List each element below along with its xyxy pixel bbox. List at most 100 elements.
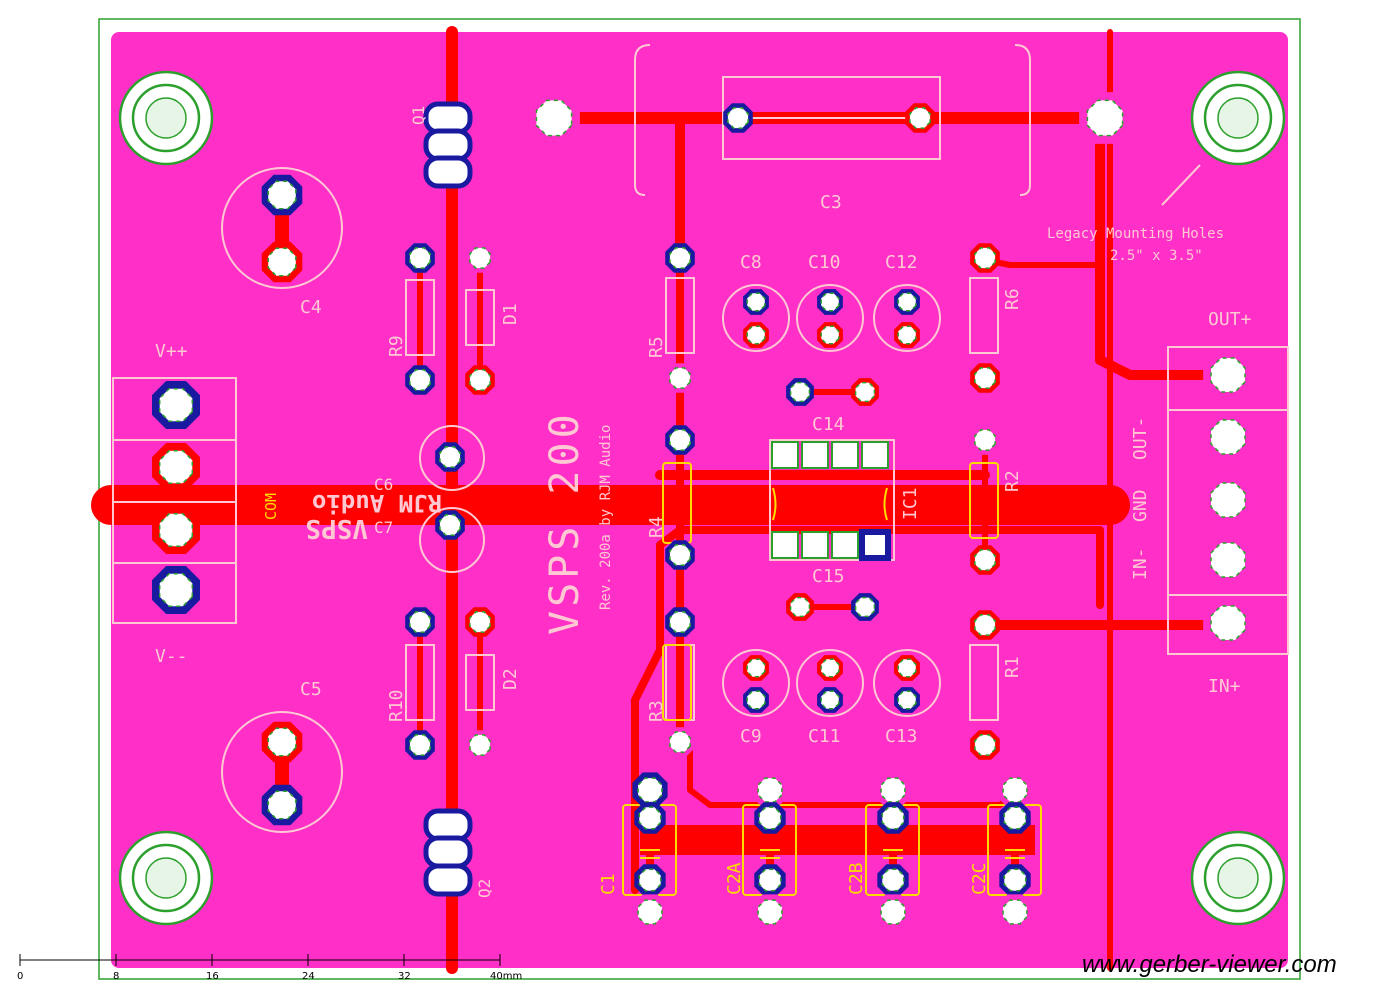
pad [743, 322, 769, 348]
pad [1203, 535, 1253, 585]
pad [405, 730, 435, 760]
ic-pin [831, 531, 859, 559]
mounting-holes [118, 70, 1286, 926]
pad [261, 241, 303, 283]
label-c2a: C2A [724, 862, 745, 895]
ic-pin [771, 441, 799, 469]
pad [970, 243, 1000, 273]
label-c7: C7 [374, 518, 393, 537]
label-c9: C9 [740, 726, 762, 747]
pad [152, 381, 200, 429]
label-r3: R3 [646, 700, 667, 722]
scale-ruler [19, 954, 501, 966]
pad [894, 289, 920, 315]
pad [754, 864, 786, 896]
transistor-pad [423, 101, 473, 135]
pad [894, 655, 920, 681]
pad [152, 443, 200, 491]
ruler-tick-16: 16 [206, 971, 219, 982]
pad [405, 243, 435, 273]
mounting-note-1: Legacy Mounting Holes [1047, 226, 1224, 242]
pad [665, 425, 695, 455]
label-d2: D2 [500, 668, 521, 690]
pad [1203, 598, 1253, 648]
pad [665, 540, 695, 570]
label-c3: C3 [820, 192, 842, 213]
label-c13: C13 [885, 726, 918, 747]
pad [465, 365, 495, 395]
pad [752, 894, 788, 930]
pad [435, 442, 465, 472]
label-r1: R1 [1002, 656, 1023, 678]
pad [817, 322, 843, 348]
pad [970, 545, 1000, 575]
pad [634, 864, 666, 896]
transistor-pad [423, 128, 473, 162]
pad [465, 607, 495, 637]
pad [997, 894, 1033, 930]
mirrored-brand: RJM Audio [312, 489, 442, 517]
board-texts: VSPS 200 Rev. 200a by RJM Audio RJM Audi… [305, 226, 1224, 635]
pad [528, 92, 580, 144]
label-gnd: GND [1130, 489, 1151, 522]
pad [152, 566, 200, 614]
pad [817, 289, 843, 315]
pad [970, 363, 1000, 393]
pad [970, 610, 1000, 640]
pad [743, 655, 769, 681]
transistor-pad [423, 863, 473, 897]
pad [665, 363, 695, 393]
ruler-tick-32: 32 [398, 971, 411, 982]
watermark: www.gerber-viewer.com [1082, 951, 1337, 978]
pad [817, 687, 843, 713]
label-c15: C15 [812, 566, 845, 587]
pad [877, 802, 909, 834]
component-labels: C3 C4 C5 C6 C7 C8 C10 C12 C9 C11 C13 C14… [262, 106, 1023, 898]
pad [786, 378, 814, 406]
pad [999, 864, 1031, 896]
pad [634, 802, 666, 834]
label-c1: C1 [598, 873, 619, 895]
pad [152, 506, 200, 554]
label-c8: C8 [740, 252, 762, 273]
pad [632, 772, 668, 808]
label-c2b: C2B [846, 862, 867, 895]
label-c12: C12 [885, 252, 918, 273]
ruler-tick-8: 8 [113, 971, 119, 982]
pad [752, 772, 788, 808]
label-c2c: C2C [969, 862, 990, 895]
pad [743, 289, 769, 315]
label-r2: R2 [1002, 470, 1023, 492]
pad [405, 607, 435, 637]
pad [894, 322, 920, 348]
pad [1079, 92, 1131, 144]
pad [786, 593, 814, 621]
label-ic1: IC1 [900, 487, 921, 520]
pad [894, 687, 920, 713]
pad [754, 802, 786, 834]
pad [723, 103, 753, 133]
pad [665, 243, 695, 273]
label-c10: C10 [808, 252, 841, 273]
ic-pin [801, 531, 829, 559]
pad [1203, 350, 1253, 400]
pad [875, 894, 911, 930]
label-out-plus: OUT+ [1208, 309, 1252, 330]
label-d1: D1 [500, 303, 521, 325]
pad [465, 243, 495, 273]
transistor-pad [423, 155, 473, 189]
pad [999, 802, 1031, 834]
mounting-note-2: 2.5" x 3.5" [1110, 248, 1203, 264]
pad [405, 365, 435, 395]
ruler-tick-40: 40mm [490, 971, 522, 982]
label-r5: R5 [646, 336, 667, 358]
ic-pin [771, 531, 799, 559]
transistor-pad [423, 835, 473, 869]
pad [997, 772, 1033, 808]
ic-pin [801, 441, 829, 469]
label-q2: Q2 [475, 879, 494, 898]
label-r10: R10 [386, 689, 407, 722]
pad [851, 593, 879, 621]
transistor-pad [423, 808, 473, 842]
pad [970, 425, 1000, 455]
